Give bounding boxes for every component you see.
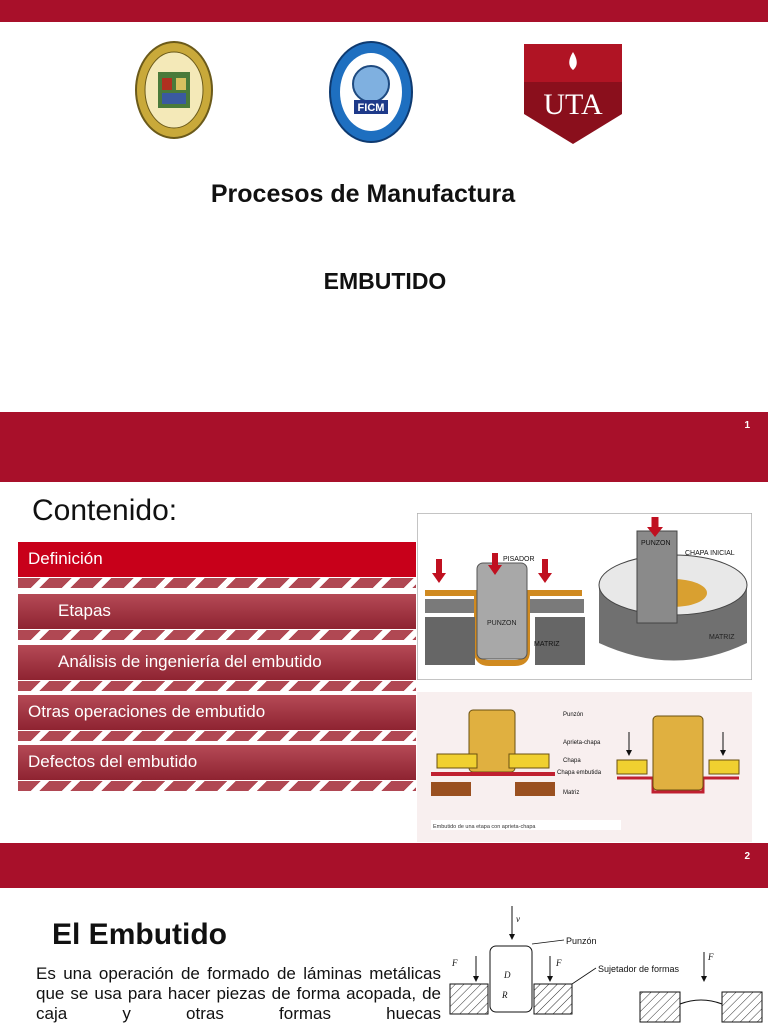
divider-stripe <box>18 731 416 741</box>
diagram-fh-label: F <box>451 958 458 968</box>
content-item-defectos[interactable]: Defectos del embutido <box>18 745 416 780</box>
slide2-heading: Contenido: <box>32 494 178 527</box>
slide1-bottom-band: 1 <box>0 412 768 482</box>
diagram-f-label: F <box>707 952 714 962</box>
content-item-label: Análisis de ingeniería del embutido <box>58 652 322 671</box>
diagram-rp-label: R <box>501 990 508 1000</box>
content-item-label: Otras operaciones de embutido <box>28 702 266 721</box>
diagram-fh-label: F <box>555 958 562 968</box>
diagram-sujetador-label: Sujetador de formas <box>598 964 680 974</box>
divider-stripe <box>18 681 416 691</box>
figure1-matriz-label: MATRIZ <box>534 641 560 648</box>
content-item-label: Definición <box>28 549 103 568</box>
figure2-aprieta-label: Aprieta-chapa <box>563 740 601 746</box>
content-item-label: Defectos del embutido <box>28 752 198 771</box>
figure1-punzon-label: PUNZON <box>641 540 671 547</box>
figure2-punzon-label: Punzón <box>563 712 583 718</box>
blank-holder-figure: Punzón Aprieta-chapa Chapa Chapa embutid… <box>417 692 752 842</box>
diagram-v-label: v <box>516 914 520 924</box>
slide1-page-number: 1 <box>744 420 750 431</box>
drawing-diagram: v F F D R Punzón Sujetador de formas F <box>449 906 763 1023</box>
drawing-process-figure: PISADOR PUNZON MATRIZ PUNZON CHAPA INICI… <box>417 513 752 680</box>
figure2-caption: Embutido de una etapa con aprieta-chapa <box>433 824 536 830</box>
divider-stripe <box>18 630 416 640</box>
figure2-chapa-embutida-label: Chapa embutida <box>557 770 602 776</box>
slide3-body-text: Es una operación de formado de láminas m… <box>36 964 441 1023</box>
divider-stripe <box>18 578 416 588</box>
university-seal-logo <box>135 41 213 139</box>
figure2-matriz-label: Matriz <box>563 790 579 796</box>
figure1-punzon-label: PUNZON <box>487 620 517 627</box>
figure2-chapa-label: Chapa <box>563 758 581 764</box>
content-item-analisis[interactable]: Análisis de ingeniería del embutido <box>18 645 416 680</box>
content-item-etapas[interactable]: Etapas <box>18 594 416 629</box>
slide1-top-band <box>0 0 768 22</box>
uta-logo-text: UTA <box>543 88 603 121</box>
diagram-dp-label: D <box>503 970 511 980</box>
figure1-matriz-label: MATRIZ <box>709 634 735 641</box>
slide2-bottom-band: 2 <box>0 843 768 888</box>
content-item-otras-operaciones[interactable]: Otras operaciones de embutido <box>18 695 416 730</box>
content-item-definicion[interactable]: Definición <box>18 542 416 577</box>
slide2-page-number: 2 <box>744 851 750 862</box>
figure1-chapa-inicial-label: CHAPA INICIAL <box>685 550 735 557</box>
slide3-title: El Embutido <box>52 918 227 951</box>
content-item-label: Etapas <box>58 601 111 620</box>
ficm-logo: FICM <box>329 41 413 143</box>
divider-stripe <box>18 781 416 791</box>
slide1-subtitle: EMBUTIDO <box>323 268 447 294</box>
figure1-pisador-label: PISADOR <box>503 556 535 563</box>
diagram-punzon-label: Punzón <box>566 936 597 946</box>
slide1-title: Procesos de Manufactura <box>210 180 516 208</box>
ficm-logo-text: FICM <box>358 102 385 114</box>
uta-logo: UTA <box>524 44 622 144</box>
